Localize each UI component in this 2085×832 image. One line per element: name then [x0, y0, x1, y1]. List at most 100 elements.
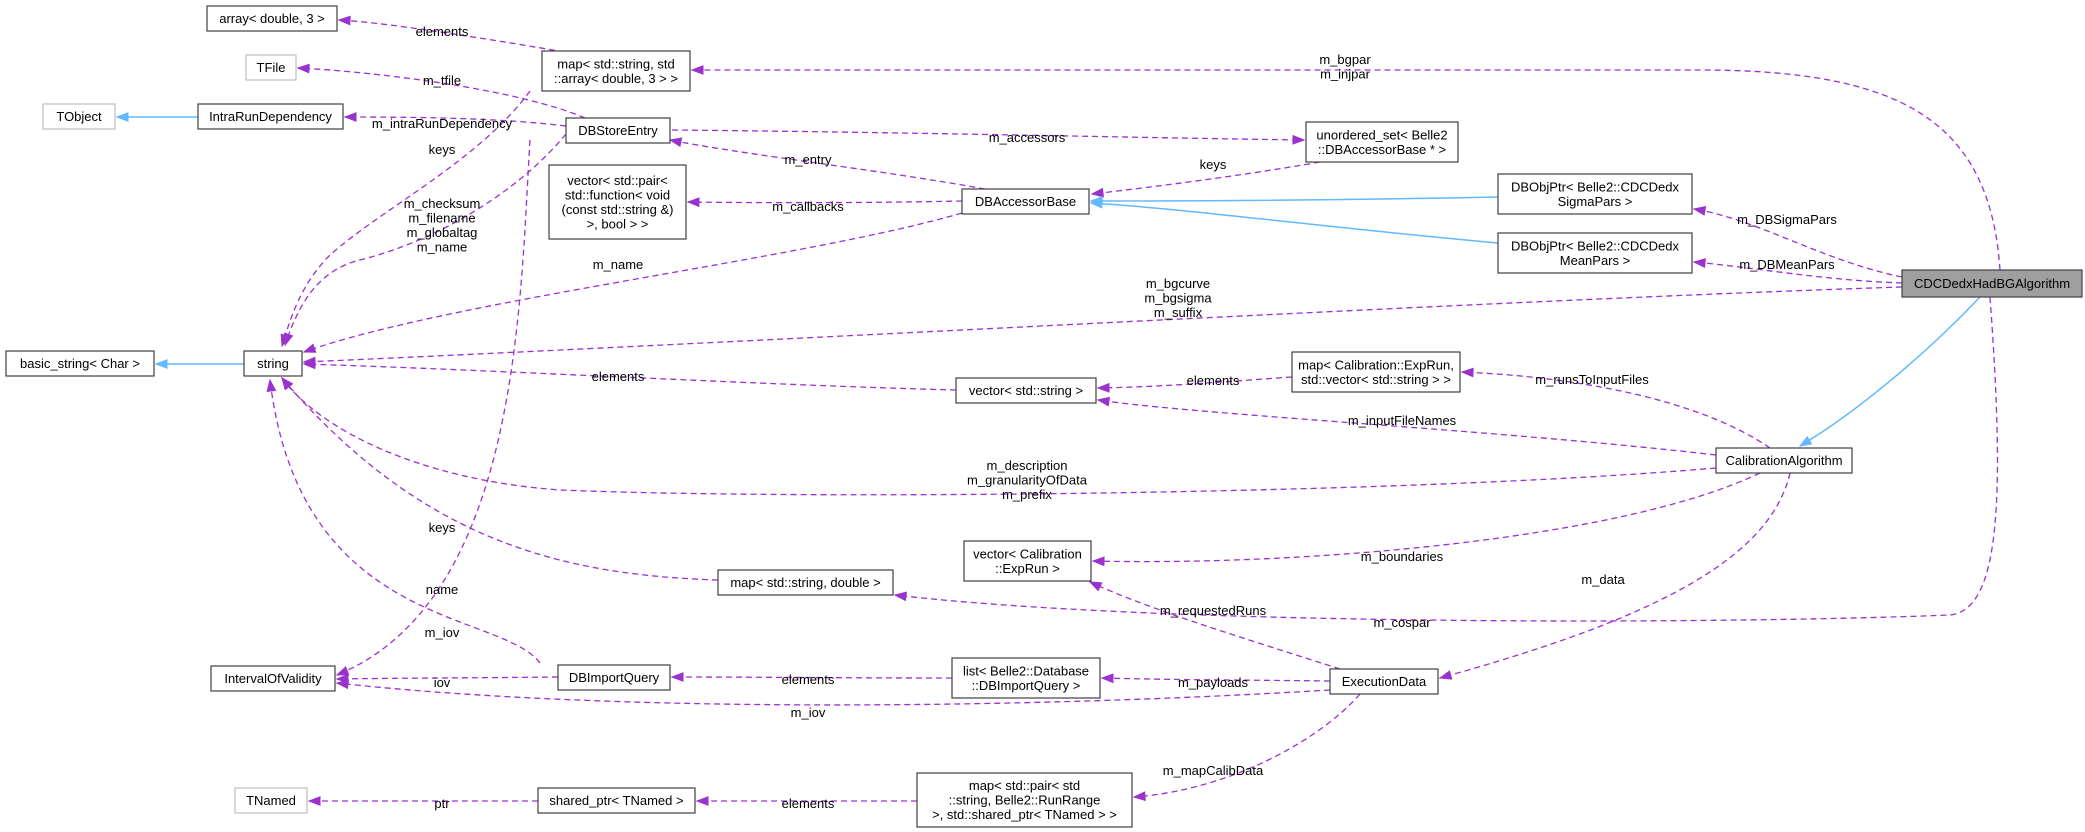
edge-line — [1101, 677, 1331, 682]
edge-line — [338, 19, 566, 53]
edge-line — [1461, 371, 1771, 449]
class-node-unordered-set[interactable]: unordered_set< Belle2::DBAccessorBase * … — [1305, 121, 1459, 163]
class-node-label: map< Calibration::ExpRun,std::vector< st… — [1298, 357, 1454, 387]
usage-edge — [1132, 693, 1361, 802]
edge-label-elements-array: elements — [416, 24, 469, 39]
edge-arrowhead — [1460, 367, 1474, 378]
usage-edge — [1096, 376, 1293, 393]
class-node-label: DBStoreEntry — [578, 123, 658, 138]
inheritance-edge — [115, 112, 198, 122]
class-node-label: DBAccessorBase — [975, 194, 1076, 209]
usage-edge — [302, 359, 957, 391]
edge-line — [336, 139, 531, 676]
edge-line — [687, 200, 963, 204]
edge-line — [1799, 296, 1981, 447]
usage-edge — [1096, 396, 1717, 456]
usage-edge — [1090, 161, 1321, 198]
edge-line — [671, 129, 1305, 141]
edge-arrowhead — [893, 591, 907, 602]
edge-label-m-mapCalibData: m_mapCalibData — [1163, 763, 1264, 778]
inheritance-edge — [1089, 198, 1499, 244]
edge-label-m-inputFileNames: m_inputFileNames — [1348, 413, 1457, 428]
class-node-label: DBImportQuery — [569, 670, 660, 685]
edge-label-m-tfile: m_tfile — [423, 73, 461, 88]
class-node-string[interactable]: string — [243, 350, 303, 377]
class-node-map-string-array[interactable]: map< std::string, std::array< double, 3 … — [541, 50, 691, 92]
class-node-vector-pair-function[interactable]: vector< std::pair<std::function< void(co… — [548, 164, 687, 240]
edge-label-m-name-accessor: m_name — [593, 257, 644, 272]
inheritance-edge — [1089, 196, 1499, 206]
edge-label-m-iov-dbstoreentry: m_iov — [425, 625, 460, 640]
edge-arrowhead — [1692, 206, 1707, 216]
edge-label-elements-map-exprun: elements — [1187, 373, 1240, 388]
class-node-main[interactable]: CDCDedxHadBGAlgorithm — [1901, 269, 2083, 298]
class-node-map-exprun[interactable]: map< Calibration::ExpRun,std::vector< st… — [1291, 351, 1461, 393]
class-node-vector-exprun[interactable]: vector< Calibration::ExpRun > — [963, 540, 1092, 582]
edge-arrowhead — [296, 63, 310, 74]
usage-edge — [1100, 673, 1331, 684]
class-node-vector-string[interactable]: vector< std::string > — [955, 377, 1097, 404]
class-node-label: CDCDedxHadBGAlgorithm — [1914, 276, 2070, 291]
edge-line — [692, 69, 2001, 271]
class-node-executiondata[interactable]: ExecutionData — [1329, 668, 1439, 695]
usage-edge — [281, 376, 719, 581]
edge-arrowhead — [1798, 435, 1813, 447]
class-node-label: map< std::string, double > — [730, 575, 880, 590]
usage-edge — [1692, 258, 1903, 284]
usage-edge — [335, 139, 531, 676]
class-node-tfile[interactable]: TFile — [245, 54, 297, 81]
edge-line — [284, 133, 567, 346]
edge-line — [1097, 399, 1717, 456]
usage-edge — [695, 796, 918, 806]
edge-arrowhead — [668, 137, 683, 148]
edge-line — [1090, 202, 1499, 244]
class-node-map-string-double[interactable]: map< std::string, double > — [717, 569, 894, 596]
usage-edge — [1088, 581, 1341, 670]
class-node-intervalofvalidity[interactable]: IntervalOfValidity — [210, 665, 336, 692]
edge-line — [269, 379, 541, 664]
class-node-dbstoreentry[interactable]: DBStoreEntry — [565, 117, 671, 144]
edge-arrowhead — [695, 796, 709, 806]
class-node-label: basic_string< Char > — [20, 356, 140, 371]
class-node-basic-string[interactable]: basic_string< Char > — [5, 350, 155, 377]
edge-arrowhead — [283, 332, 294, 347]
edge-arrowhead — [1091, 556, 1105, 567]
edge-line — [1090, 196, 1499, 202]
class-node-tnamed[interactable]: TNamed — [234, 787, 308, 814]
edge-arrowhead — [154, 359, 168, 369]
edge-line — [1693, 208, 1903, 278]
class-node-shared-ptr-tnamed[interactable]: shared_ptr< TNamed > — [537, 787, 696, 814]
class-node-label: vector< std::string > — [969, 383, 1083, 398]
edge-arrowhead — [302, 359, 316, 370]
edge-arrowhead — [690, 65, 704, 75]
class-node-dbaccessorbase[interactable]: DBAccessorBase — [961, 188, 1090, 215]
usage-edge — [302, 212, 963, 353]
usage-edge — [302, 286, 1903, 367]
class-node-map-pair-runrange[interactable]: map< std::pair< std::string, Belle2::Run… — [916, 772, 1133, 828]
edge-label-m-callbacks: m_callbacks — [772, 199, 844, 214]
class-node-dbimportquery[interactable]: DBImportQuery — [557, 664, 671, 691]
edge-arrowhead — [266, 378, 277, 393]
edge-label-m-payloads: m_payloads — [1178, 675, 1249, 690]
edge-arrowhead — [335, 679, 349, 690]
edge-arrowhead — [686, 197, 700, 208]
edge-label-keys-map-string-array: keys — [429, 142, 456, 157]
edge-line — [336, 682, 1331, 706]
class-node-list-dbimportquery[interactable]: list< Belle2::Database::DBImportQuery > — [951, 657, 1101, 699]
class-node-tobject[interactable]: TObject — [42, 103, 116, 130]
class-node-intrarundependency[interactable]: IntraRunDependency — [197, 103, 344, 130]
class-node-calibrationalgorithm[interactable]: CalibrationAlgorithm — [1715, 447, 1853, 474]
edge-label-keys-map-string-double: keys — [429, 520, 456, 535]
class-node-label: map< std::pair< std::string, Belle2::Run… — [932, 778, 1117, 822]
usage-edge — [266, 378, 541, 664]
usage-edge — [307, 796, 539, 806]
edge-arrowhead — [1096, 396, 1111, 407]
class-node-array-double-3[interactable]: array< double, 3 > — [206, 5, 338, 32]
edge-label-m-accessors: m_accessors — [989, 130, 1066, 145]
edge-line — [671, 676, 953, 679]
edge-line — [1091, 161, 1321, 195]
edge-label-name-dbimportquery: name — [426, 582, 459, 597]
